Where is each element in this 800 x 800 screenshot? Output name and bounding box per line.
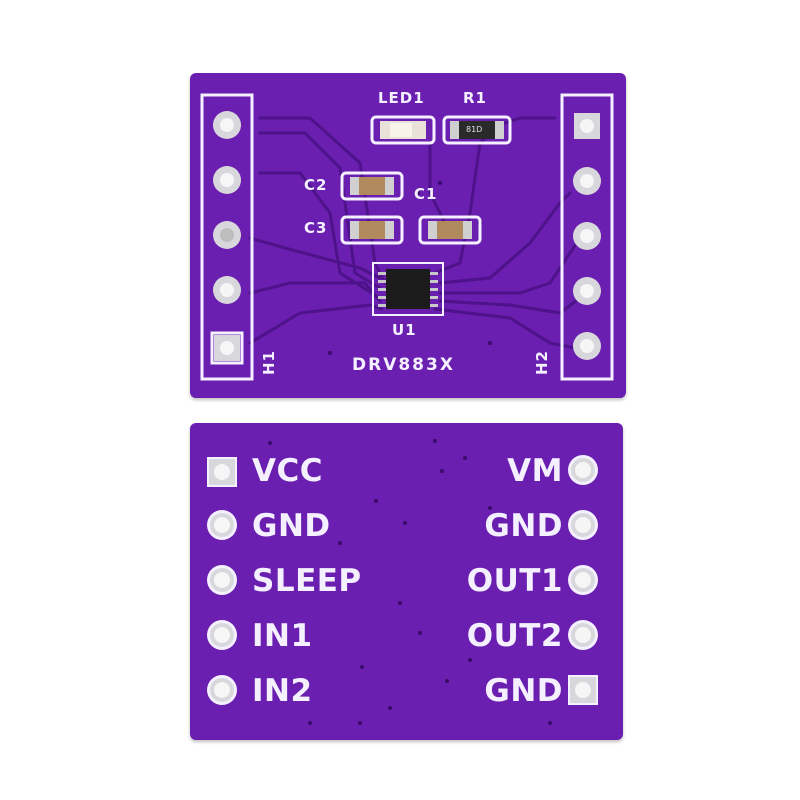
h2-label: H2 xyxy=(533,350,551,375)
pin-label-out2: OUT2 xyxy=(466,618,563,654)
u1-chip xyxy=(372,262,444,316)
pin-label-vcc: VCC xyxy=(252,453,323,489)
c3-label: C3 xyxy=(304,219,328,237)
pin-label-gnd-right-bottom: GND xyxy=(484,673,563,709)
h2-pads xyxy=(573,113,601,360)
part-name-label: DRV883X xyxy=(352,355,455,375)
h2-header-outline xyxy=(560,93,614,381)
led1-component xyxy=(370,115,436,145)
pcb-bottom-side: VCC GND SLEEP IN1 IN2 VM GND OUT1 OUT2 G… xyxy=(190,423,623,740)
c2-label: C2 xyxy=(304,176,328,194)
h1-pads xyxy=(210,111,244,365)
pin-label-gnd-left: GND xyxy=(252,508,331,544)
pcb-top-side: LED1 R1 81D C2 C3 C1 U1 DRV883X H1 H2 xyxy=(190,73,626,398)
pcb-top-artwork xyxy=(200,93,614,381)
u1-label: U1 xyxy=(392,321,417,339)
right-pin-pads xyxy=(568,455,598,705)
h1-label: H1 xyxy=(260,350,278,375)
h1-header-outline xyxy=(200,93,254,381)
pin-label-out1: OUT1 xyxy=(466,563,563,599)
c1-component xyxy=(418,215,482,245)
led1-label: LED1 xyxy=(378,89,425,107)
pin-label-gnd-right: GND xyxy=(484,508,563,544)
r1-label: R1 xyxy=(463,89,487,107)
pin-label-in2: IN2 xyxy=(252,673,313,709)
pin-label-in1: IN1 xyxy=(252,618,313,654)
pcb-bottom-artwork xyxy=(207,439,598,725)
r1-marking: 81D xyxy=(466,125,483,134)
pin-label-vm: VM xyxy=(507,453,563,489)
left-pin-pads xyxy=(207,457,237,705)
c3-component xyxy=(340,215,404,245)
r1-component xyxy=(442,115,512,145)
pin-label-sleep: SLEEP xyxy=(252,563,362,599)
c1-label: C1 xyxy=(414,185,438,203)
c2-component xyxy=(340,171,404,201)
